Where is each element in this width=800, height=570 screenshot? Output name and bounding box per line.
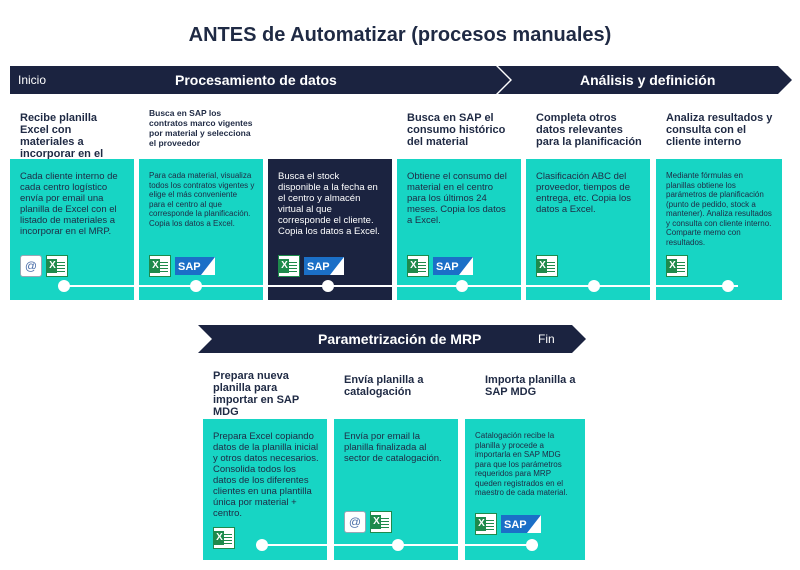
step-description: Catalogación recibe la planilla y proced… (475, 431, 568, 497)
step-description: Cada cliente interno de cada centro logí… (20, 171, 118, 237)
arrow-end-label: Fin (538, 332, 555, 346)
process-arrow-procesamiento: Inicio Procesamiento de datos (10, 66, 510, 94)
step-description: Obtiene el consumo del material en el ce… (407, 171, 507, 226)
timeline-dot (322, 280, 334, 292)
step-card-9: Importa planilla a SAP MDG Catalogación … (465, 364, 585, 560)
step-title: Prepara nueva planilla para importar en … (213, 370, 299, 418)
timeline-dot (456, 280, 468, 292)
step-card-body: Catalogación recibe la planilla y proced… (465, 419, 585, 560)
step-card-header: Busca en SAP el consumo histórico del ma… (397, 104, 521, 150)
timeline-track (62, 285, 738, 287)
svg-text:SAP: SAP (504, 519, 527, 531)
timeline-dot (588, 280, 600, 292)
mail-icon: @ (20, 255, 42, 277)
step-title: Busca en SAP los contratos marco vigente… (149, 108, 253, 148)
svg-text:SAP: SAP (436, 261, 459, 273)
page-title: ANTES de Automatizar (procesos manuales) (188, 24, 612, 46)
timeline-dot (392, 539, 404, 551)
svg-text:SAP: SAP (307, 261, 330, 273)
step-title: Analiza resultados y consulta con el cli… (666, 112, 773, 148)
timeline-dot (256, 539, 268, 551)
excel-icon: X (475, 513, 497, 535)
excel-icon: X (407, 255, 429, 277)
step-title: Completa otros datos relevantes para la … (536, 112, 642, 148)
step-card-2: Busca en SAP los contratos marco vigente… (139, 104, 263, 300)
arrow-bottom-label: Parametrización de MRP (318, 331, 482, 347)
step-card-header: Busca en SAP el stock existente del mate… (268, 104, 392, 150)
step-card-body: Obtiene el consumo del material en el ce… (397, 159, 521, 300)
excel-icon: X (278, 255, 300, 277)
sap-icon: SAP (433, 257, 473, 275)
step-card-6: Analiza resultados y consulta con el cli… (656, 104, 782, 300)
step-card-7: Prepara nueva planilla para importar en … (203, 364, 327, 560)
sap-icon: SAP (501, 515, 541, 533)
step-title: Busca en SAP el stock existente del mate… (278, 112, 377, 148)
mail-icon: @ (344, 511, 366, 533)
step-title: Busca en SAP el consumo histórico del ma… (407, 112, 506, 148)
step-card-4: Busca en SAP el consumo histórico del ma… (397, 104, 521, 300)
process-arrow-analisis: Análisis y definición (498, 66, 792, 94)
step-title: Importa planilla a SAP MDG (485, 374, 576, 398)
timeline-dot (190, 280, 202, 292)
excel-icon: X (213, 527, 235, 549)
step-description: Prepara Excel copiando datos de la plani… (213, 431, 319, 519)
excel-icon: X (149, 255, 171, 277)
step-description: Para cada material, visualiza todos los … (149, 171, 255, 228)
step-description: Clasificación ABC del proveedor, tiempos… (536, 171, 632, 215)
step-description: Mediante fórmulas en planillas obtiene l… (666, 171, 772, 247)
excel-icon: X (46, 255, 68, 277)
step-card-5: Completa otros datos relevantes para la … (526, 104, 650, 300)
step-title: Envía planilla a catalogación (344, 374, 424, 398)
arrow-start-label: Inicio (18, 73, 47, 87)
sap-icon: SAP (175, 257, 215, 275)
step-card-header: Envía planilla a catalogación (334, 364, 458, 408)
step-card-3: Busca en SAP el stock existente del mate… (268, 104, 392, 300)
excel-icon: X (370, 511, 392, 533)
excel-icon: X (666, 255, 688, 277)
step-card-body: Envía por email la planilla finalizada a… (334, 419, 458, 560)
step-card-body: Para cada material, visualiza todos los … (139, 159, 263, 300)
arrow-main-label: Procesamiento de datos (175, 72, 337, 88)
step-card-header: Analiza resultados y consulta con el cli… (656, 104, 782, 150)
timeline-dot (722, 280, 734, 292)
excel-icon: X (536, 255, 558, 277)
sap-icon: SAP (304, 257, 344, 275)
step-card-body: Busca el stock disponible a la fecha en … (268, 159, 392, 300)
svg-text:SAP: SAP (178, 261, 201, 273)
timeline-dot (526, 539, 538, 551)
timeline-dot (58, 280, 70, 292)
step-card-body: Prepara Excel copiando datos de la plani… (203, 419, 327, 560)
step-card-body: Mediante fórmulas en planillas obtiene l… (656, 159, 782, 300)
step-description: Busca el stock disponible a la fecha en … (278, 171, 380, 237)
step-card-header: Completa otros datos relevantes para la … (526, 104, 650, 150)
step-description: Envía por email la planilla finalizada a… (344, 431, 442, 464)
step-card-8: Envía planilla a catalogación Envía por … (334, 364, 458, 560)
process-arrow-parametrizacion: Parametrización de MRP Fin (198, 325, 586, 353)
step-card-header: Busca en SAP los contratos marco vigente… (139, 104, 263, 150)
arrow-right-label: Análisis y definición (580, 72, 716, 88)
step-card-header: Recibe planilla Excel con materiales a i… (10, 104, 134, 172)
step-card-header: Importa planilla a SAP MDG (465, 364, 585, 408)
step-card-header: Prepara nueva planilla para importar en … (203, 364, 327, 418)
step-card-body: Clasificación ABC del proveedor, tiempos… (526, 159, 650, 300)
step-card-body: Cada cliente interno de cada centro logí… (10, 159, 134, 300)
step-card-1: Recibe planilla Excel con materiales a i… (10, 104, 134, 300)
